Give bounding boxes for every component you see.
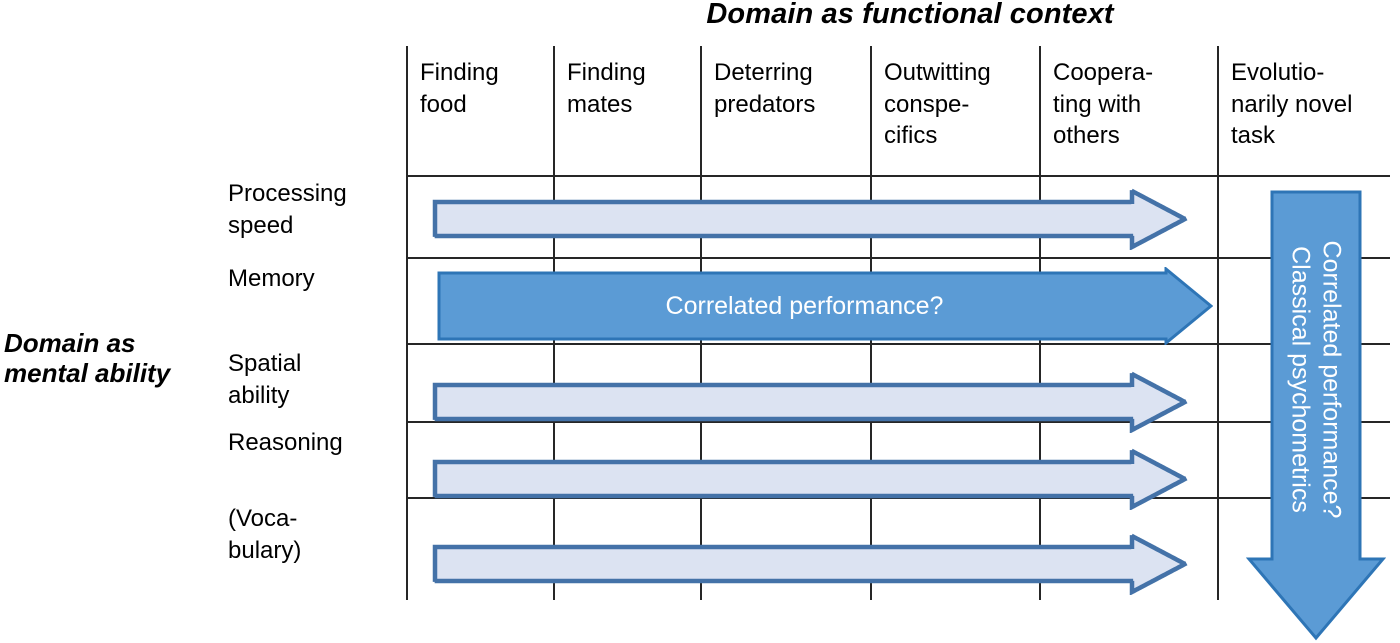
grid-vline-6 — [1217, 46, 1219, 600]
row-label-vocabulary: (Voca- bulary) — [228, 505, 302, 564]
col-header-outwitting-conspecifics: Outwitting conspe- cifics — [884, 59, 991, 150]
col-header-evolutionarily-novel-task: Evolutio- narily novel task — [1231, 59, 1353, 150]
left-axis-title: Domain as mental ability — [4, 328, 171, 389]
dotted-arrow-reasoning — [432, 448, 1188, 510]
row-label-reasoning: Reasoning — [228, 429, 343, 456]
correlated-performance-arrow: Correlated performance? — [437, 267, 1213, 345]
dotted-arrow-spatial-ability — [432, 371, 1188, 433]
top-axis-title: Domain as functional context — [706, 0, 1114, 30]
col-header-cooperating-with-others: Coopera- ting with others — [1053, 59, 1154, 150]
grid-hline-2 — [406, 343, 1390, 345]
row-label-processing-speed: Processing speed — [228, 180, 347, 239]
grid-hline-header — [406, 175, 1390, 177]
dotted-arrow-processing-speed — [432, 188, 1188, 250]
dotted-arrow-vocabulary — [432, 533, 1188, 595]
matrix-table: Finding food Finding mates Deterring pre… — [406, 46, 1390, 600]
row-label-spatial-ability: Spatial ability — [228, 350, 302, 409]
col-header-finding-food: Finding food — [420, 59, 499, 118]
grid-hline-1 — [406, 257, 1390, 259]
classical-psychometrics-arrow: Correlated performance? Classical psycho… — [1246, 189, 1386, 641]
grid-vline-1 — [406, 46, 408, 600]
col-header-deterring-predators: Deterring predators — [714, 59, 816, 118]
row-label-memory: Memory — [228, 265, 315, 292]
grid-hline-3 — [406, 421, 1390, 423]
col-header-finding-mates: Finding mates — [567, 59, 646, 118]
